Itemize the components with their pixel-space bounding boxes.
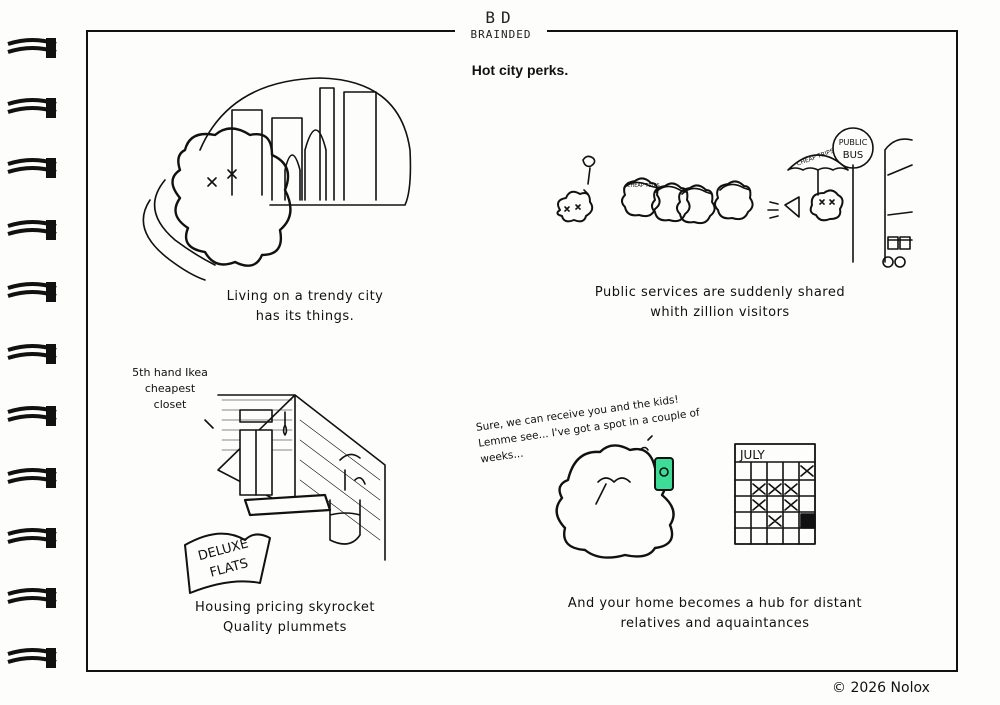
city-caption: Living on a trendy city has its things. bbox=[180, 287, 430, 327]
logo: BD BRAINDED bbox=[455, 8, 547, 52]
city-caption-line1: Living on a trendy city bbox=[226, 289, 384, 304]
housing-caption-line1: Housing pricing skyrocket bbox=[195, 600, 375, 615]
closet-note: 5th hand Ikea cheapest closet bbox=[115, 365, 225, 413]
housing-caption: Housing pricing skyrocket Quality plumme… bbox=[160, 598, 410, 638]
housing-caption-line2: Quality plummets bbox=[223, 620, 347, 635]
closet-note-line1: 5th hand Ikea bbox=[132, 366, 208, 379]
logo-word: BRAINDED bbox=[470, 28, 532, 41]
services-caption-line1: Public services are suddenly shared bbox=[594, 285, 846, 300]
city-caption-line2: has its things. bbox=[255, 309, 355, 324]
relatives-caption-line1: And your home becomes a hub for distant bbox=[567, 596, 863, 611]
spiral-binding bbox=[7, 38, 57, 668]
services-caption: Public services are suddenly shared whit… bbox=[570, 283, 870, 323]
comic-frame bbox=[86, 30, 958, 672]
page-title: Hot city perks. bbox=[471, 62, 569, 78]
relatives-caption: And your home becomes a hub for distant … bbox=[545, 594, 885, 634]
services-caption-line2: whith zillion visitors bbox=[650, 305, 790, 320]
closet-note-line3: closet bbox=[153, 398, 187, 411]
copyright: © 2026 Nolox bbox=[832, 680, 930, 696]
closet-note-line2: cheapest bbox=[144, 382, 196, 395]
logo-mark: BD bbox=[485, 8, 517, 27]
relatives-caption-line2: relatives and aquaintances bbox=[620, 616, 810, 631]
